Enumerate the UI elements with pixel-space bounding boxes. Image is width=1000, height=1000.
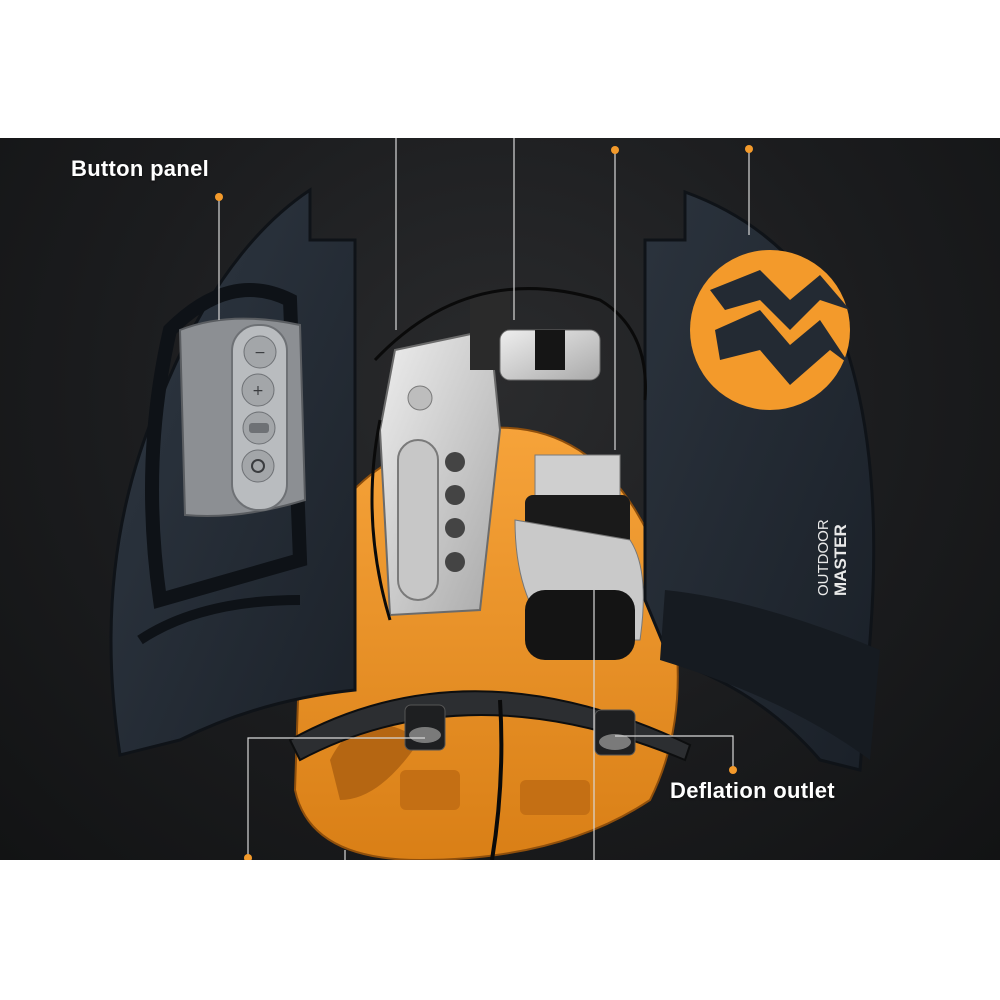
exploded-pump-illustration: − + bbox=[109, 138, 880, 860]
leader-lines bbox=[218, 138, 750, 860]
brand-line-2: MASTER bbox=[831, 524, 850, 596]
motor-assembly bbox=[514, 454, 644, 660]
product-exploded-view: − + bbox=[0, 138, 1000, 860]
svg-text:−: − bbox=[254, 345, 266, 361]
deflation-outlet-port bbox=[594, 709, 636, 756]
button-panel-plate: − + bbox=[178, 317, 307, 517]
button-panel-label: Button panel bbox=[71, 156, 210, 181]
callout-dots bbox=[215, 145, 753, 860]
central-control-module bbox=[378, 290, 601, 617]
hose-bracket bbox=[288, 690, 692, 762]
inflation-outlet-port bbox=[404, 704, 446, 751]
brand-line-1: OUTDOOR bbox=[815, 519, 832, 596]
brand-wordmark: OUTDOOR MASTER bbox=[815, 519, 850, 596]
brand-logo bbox=[690, 250, 850, 410]
deflation-outlet-label: Deflation outlet bbox=[670, 778, 835, 803]
svg-text:+: + bbox=[252, 383, 264, 399]
